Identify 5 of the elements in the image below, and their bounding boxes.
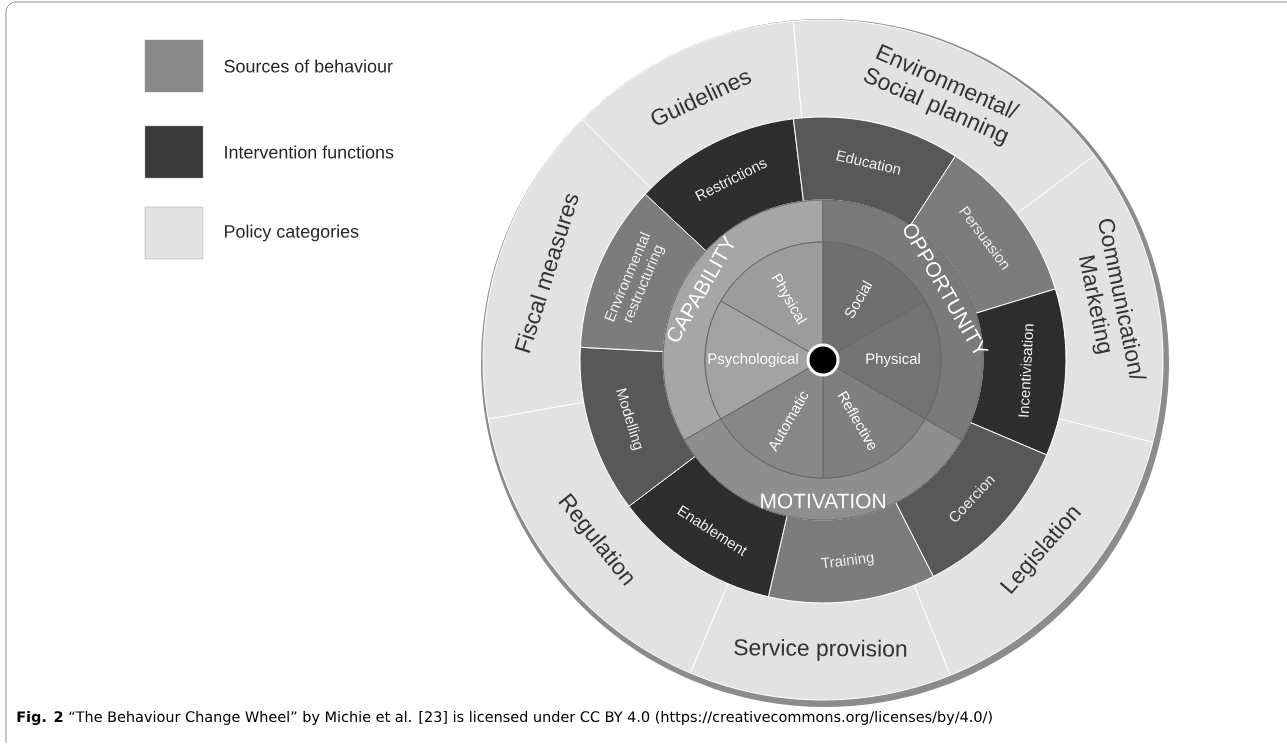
caption: Fig. 2 “The Behaviour Change Wheel” by Michie et al. [23] is licensed under CC BY 4.0 (https://creativecommons.org/licenses/by/4.0/) bbox=[17, 710, 992, 726]
legend-label: Policy categories bbox=[225, 224, 359, 242]
legend-label: Intervention functions bbox=[225, 145, 394, 159]
legend-label: Sources of behaviour bbox=[224, 59, 393, 73]
policy-segment: Service provision bbox=[689, 583, 951, 701]
